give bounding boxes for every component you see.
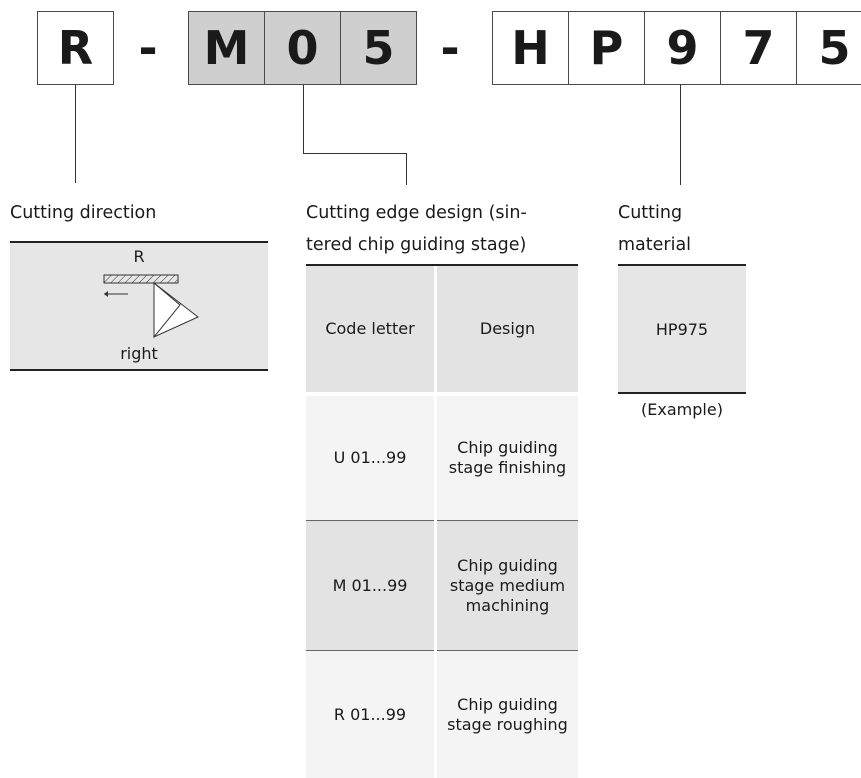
direction-heading: Cutting direction: [10, 203, 157, 223]
code-dash-2: -: [440, 21, 460, 75]
code-box-7: 7: [720, 11, 797, 85]
row-separator: [437, 650, 578, 651]
table-row-design: Chip guiding stage medium machining: [437, 521, 578, 650]
material-example-note: (Example): [641, 400, 723, 419]
edge-heading-line1: Cutting edge design (sin-: [306, 203, 527, 223]
connector-material: [680, 85, 681, 185]
code-box-0: 0: [264, 11, 341, 85]
code-box-M: M: [188, 11, 265, 85]
design-line: stage roughing: [447, 714, 568, 734]
design-line: stage medium: [449, 575, 566, 595]
table-row-code: M 01...99: [306, 521, 434, 650]
code-dash-1: -: [138, 21, 158, 75]
design-line: Chip guiding: [457, 555, 558, 575]
row-separator: [437, 520, 578, 521]
connector-edge-up: [303, 85, 304, 153]
material-panel: HP975: [618, 264, 746, 394]
material-heading-line1: Cutting: [618, 203, 683, 223]
code-box-5: 5: [340, 11, 417, 85]
code-box-R: R: [37, 11, 114, 85]
code-box-P: P: [568, 11, 645, 85]
material-heading-line2: material: [618, 235, 692, 255]
direction-label: right: [120, 344, 158, 363]
code-box-H: H: [492, 11, 569, 85]
edge-heading-line2: tered chip guiding stage): [306, 235, 527, 255]
table-row-code: R 01...99: [306, 651, 434, 778]
design-line: machining: [465, 595, 550, 615]
row-separator: [306, 650, 434, 651]
design-line: Chip guiding: [457, 694, 558, 714]
direction-letter: R: [133, 247, 145, 266]
direction-panel: R right: [10, 241, 268, 371]
cutting-tool-icon: [103, 274, 199, 339]
table-row-code: U 01...99: [306, 396, 434, 520]
row-separator: [306, 520, 434, 521]
connector-direction: [75, 85, 76, 183]
design-line: Chip guiding: [457, 438, 558, 457]
code-box-9: 9: [644, 11, 721, 85]
connector-edge-horizontal: [303, 153, 407, 154]
table-row-design: Chip guiding stage roughing: [437, 651, 578, 778]
code-box-5-last: 5: [796, 11, 861, 85]
table-header-code: Code letter: [306, 266, 434, 392]
connector-edge-down: [406, 153, 407, 185]
table-header-design: Design: [437, 266, 578, 392]
design-line: stage finishing: [448, 458, 567, 477]
table-top-rule: [306, 264, 578, 266]
material-value: HP975: [655, 319, 709, 339]
table-row-design: Chip guiding stage finishing: [437, 396, 578, 520]
